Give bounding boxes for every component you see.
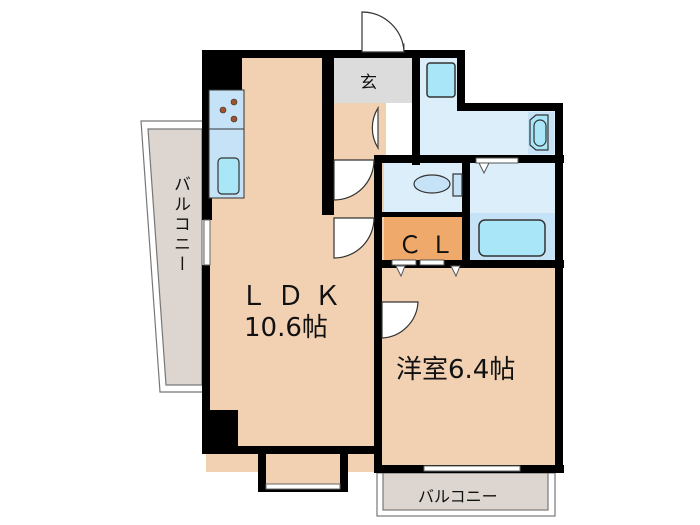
balcony-bottom-label: バルコニー bbox=[418, 487, 498, 506]
closet bbox=[384, 217, 464, 261]
balcony-left-label: バルコニー bbox=[170, 175, 190, 275]
balcony-left bbox=[140, 120, 205, 393]
entrance-label: 玄 bbox=[360, 73, 377, 93]
western-room bbox=[380, 265, 555, 470]
bathtub-icon bbox=[478, 219, 546, 257]
ldk-size-label: 10.6帖 bbox=[244, 313, 328, 343]
interior-doors[interactable] bbox=[333, 105, 419, 339]
western-room-label: 洋室6.4帖 bbox=[396, 355, 516, 385]
toilet-icon bbox=[528, 112, 554, 154]
closet-label: ＣＬ bbox=[398, 231, 462, 259]
ldk-label: ＬＤＫ bbox=[240, 281, 351, 312]
entrance-area bbox=[332, 57, 412, 103]
entry-door[interactable] bbox=[361, 11, 405, 53]
kitchen-counter bbox=[208, 89, 245, 199]
windows bbox=[203, 219, 521, 490]
washbasin-icon bbox=[426, 62, 456, 98]
stove-icon bbox=[219, 98, 238, 123]
toilet-icon bbox=[413, 173, 463, 197]
closet-doors[interactable] bbox=[391, 157, 519, 278]
